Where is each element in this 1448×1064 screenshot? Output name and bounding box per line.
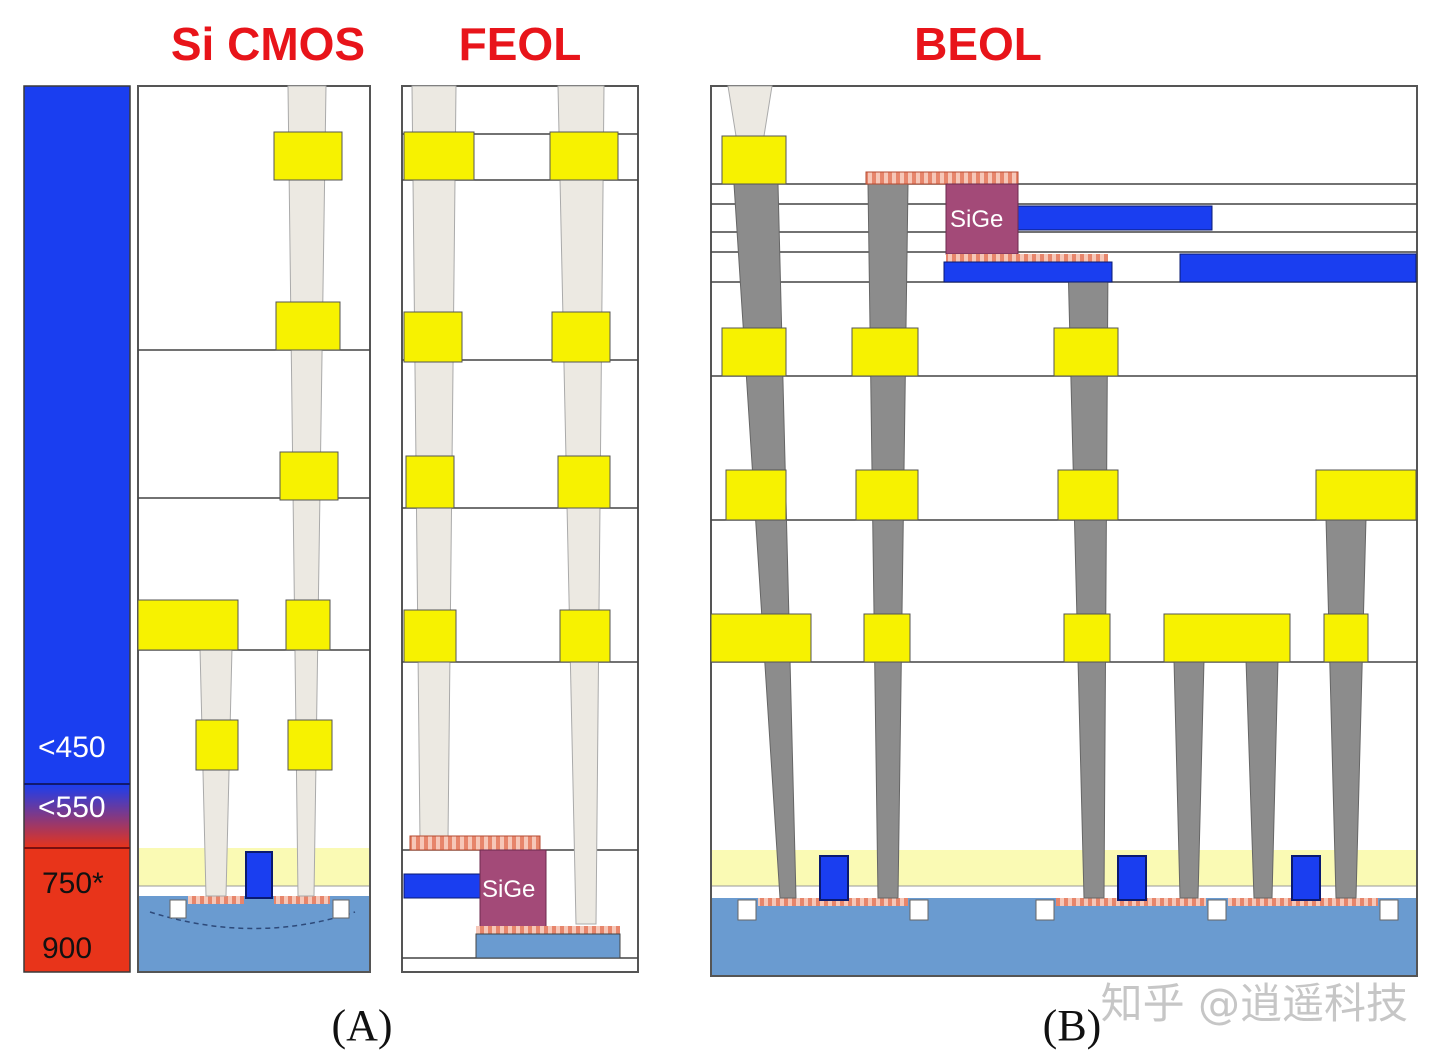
feol-sige-label: SiGe <box>482 876 535 903</box>
scale-label-750: 750* <box>42 867 104 900</box>
si-cmos-panel <box>137 85 371 973</box>
feol-substrate <box>475 933 621 959</box>
feol-sige-block <box>479 849 547 929</box>
panel-label-b: (B) <box>1043 1001 1102 1050</box>
beol-blue-line-right <box>1179 253 1417 283</box>
title-beol: BEOL <box>914 18 1042 70</box>
scale-label-450: <450 <box>38 731 106 764</box>
beol-blue-line-lower <box>943 261 1113 283</box>
scale-label-900: 900 <box>42 932 92 965</box>
panel-label-a: (A) <box>331 1001 392 1050</box>
beol-panel: SiGe <box>710 85 1418 977</box>
beol-substrate <box>712 898 1416 975</box>
feol-blue-line <box>403 873 485 899</box>
title-si-cmos: Si CMOS <box>171 18 365 70</box>
scale-label-550: <550 <box>38 791 106 824</box>
scale-segment-mid <box>24 784 130 848</box>
title-feol: FEOL <box>459 18 582 70</box>
watermark-text: 知乎 @逍遥科技 <box>1101 979 1408 1028</box>
beol-sige-label: SiGe <box>950 206 1003 233</box>
temperature-scale: <450 <550 750* 900 <box>23 85 131 973</box>
si-cmos-gate <box>245 851 273 899</box>
scale-segment-low <box>24 86 130 784</box>
feol-panel: SiGe <box>401 85 639 973</box>
beol-blue-line-upper <box>1015 205 1213 231</box>
beol-sige-block <box>945 183 1019 255</box>
scale-segment-high <box>24 848 130 972</box>
